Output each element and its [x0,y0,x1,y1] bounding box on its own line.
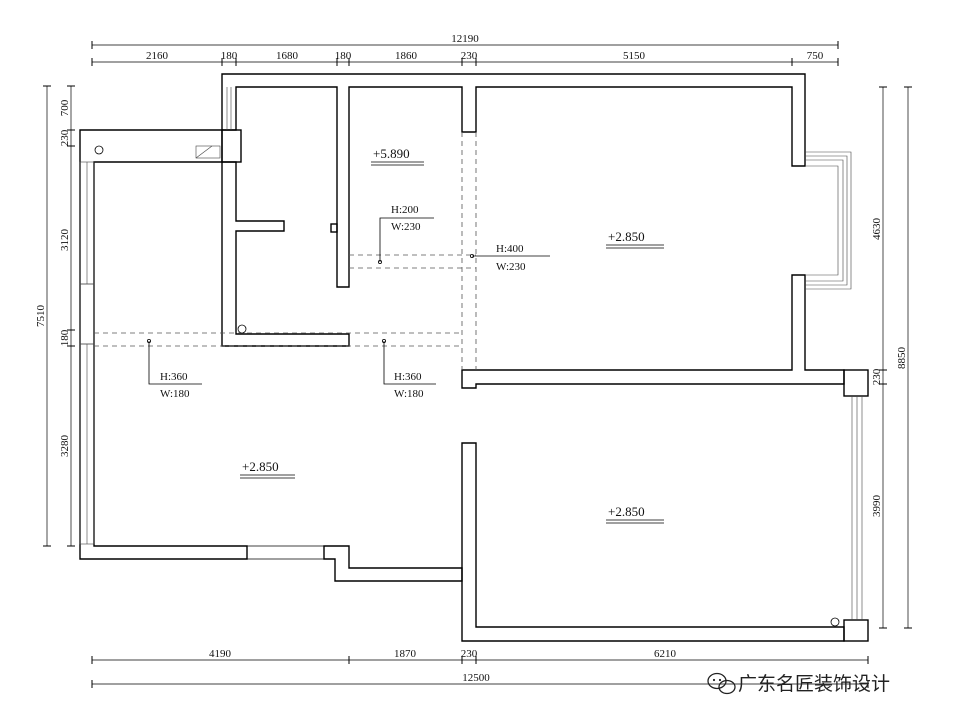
bottom-right-wall [461,442,845,642]
beam-3-height: H:360 [160,371,188,383]
beam-3-width: W:180 [160,388,190,400]
level-upper-middle: +5.890 [373,146,410,161]
dim-left-1: 700 [59,99,71,116]
dim-left-3: 3120 [59,229,71,252]
dim-bottom-2: 1870 [394,648,417,660]
beam-1-width: W:230 [391,221,421,233]
level-bottom-right: +2.850 [608,504,645,519]
beam-2-width: W:230 [496,261,526,273]
windows [79,87,863,620]
dim-bottom-total: 12500 [462,672,490,684]
watermark-text: 广东名匠装饰设计 [738,673,890,695]
bottom-middle-wall [323,545,463,582]
small-room-wall [221,161,350,347]
level-top-right: +2.850 [608,229,645,244]
top-outer-wall [221,73,806,288]
dim-bottom-4: 6210 [654,648,677,660]
pipes [94,145,840,627]
dim-top-6: 230 [461,50,478,62]
door-stub [330,223,338,233]
beam-1-height: H:200 [391,204,419,216]
right-column-top [843,369,869,397]
dim-top-8: 750 [807,50,824,62]
level-living: +2.850 [242,459,279,474]
pipe-circle [237,324,247,334]
dim-top-2: 180 [221,50,238,62]
pipe-circle [830,617,840,627]
watermark: 广东名匠装饰设计 [707,672,890,695]
beam-notes: H:200 W:230 H:400 W:230 H:360 W:180 H:36… [146,204,550,400]
beam-2-height: H:400 [496,243,524,255]
beam-4-width: W:180 [394,388,424,400]
dim-bottom-1: 4190 [209,648,232,660]
dim-top-3: 1680 [276,50,299,62]
dim-left-4: 180 [59,329,71,346]
dimension-lines [43,41,912,688]
level-marks: +5.890 +2.850 +2.850 +2.850 [240,146,664,524]
dim-right-2: 230 [871,368,883,385]
dim-top-4: 180 [335,50,352,62]
dim-left-2: 230 [59,129,71,146]
walls [79,73,869,642]
left-column [221,129,242,163]
right-column-bottom [843,619,869,642]
dim-top-1: 2160 [146,50,169,62]
dim-bottom-3: 230 [461,648,478,660]
pipe-circle [94,145,104,155]
dim-right-1: 4630 [871,218,883,241]
dim-left-total: 7510 [35,305,47,328]
beam-4-height: H:360 [394,371,422,383]
dim-right-total: 8850 [896,347,908,370]
dim-right-3: 3990 [871,495,883,518]
beams [94,132,477,370]
dim-top-5: 1860 [395,50,418,62]
dimension-labels: 12190 2160 180 1680 180 1860 230 5150 75… [35,33,908,684]
dim-left-5: 3280 [59,435,71,458]
dim-top-7: 5150 [623,50,646,62]
dim-top-total: 12190 [451,33,479,45]
wechat-icon [707,672,736,695]
right-room-wall [461,274,845,389]
